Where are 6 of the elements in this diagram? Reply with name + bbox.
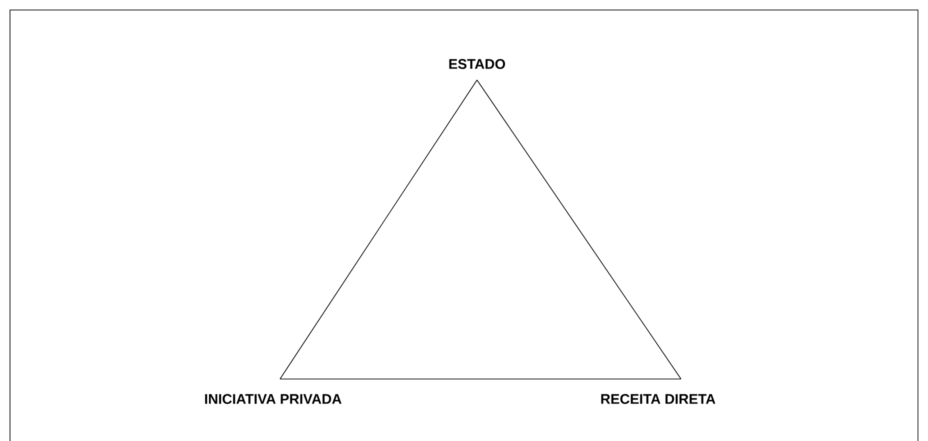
vertex-label: INICIATIVA PRIVADA [205, 394, 342, 404]
vertex-label: ESTADO [449, 59, 506, 69]
vertex-label: RECEITA DIRETA [601, 394, 716, 404]
triangle-side [280, 80, 478, 380]
triangle-side [476, 80, 682, 380]
triangle-side [280, 378, 682, 380]
